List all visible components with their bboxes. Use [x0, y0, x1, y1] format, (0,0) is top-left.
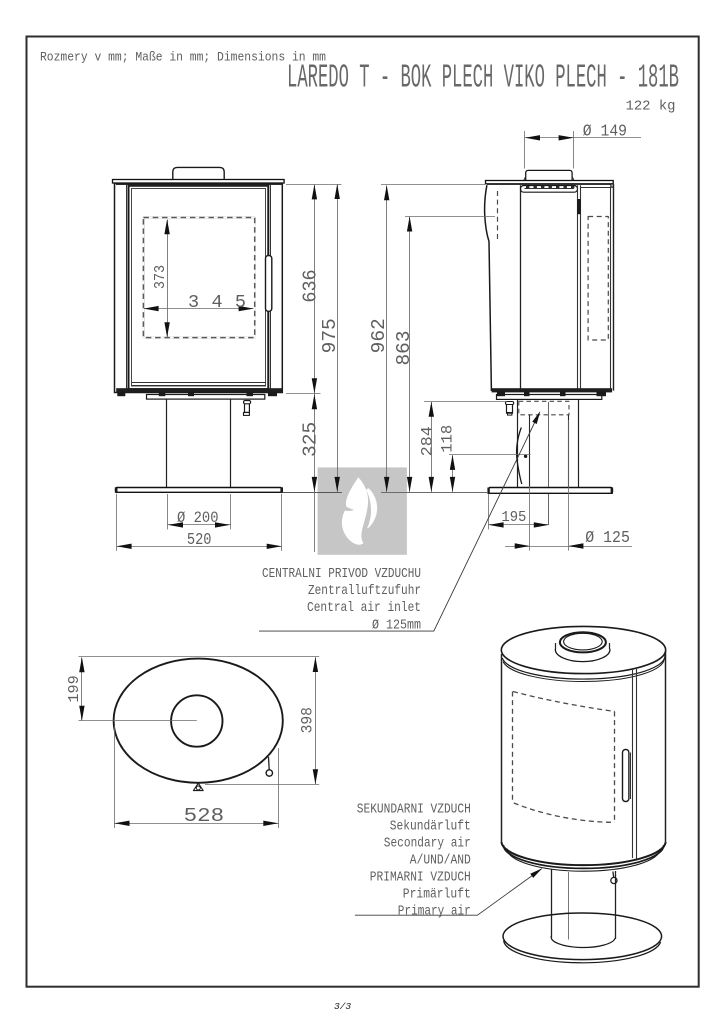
svg-text:373: 373: [152, 265, 169, 289]
svg-text:CENTRALNI PRIVOD VZDUCHU: CENTRALNI PRIVOD VZDUCHU: [262, 566, 421, 582]
svg-text:118: 118: [439, 425, 457, 453]
svg-text:3/3: 3/3: [334, 1001, 351, 1012]
svg-text:Ø 125: Ø 125: [585, 529, 630, 548]
svg-text:PRIMARNI VZDUCH: PRIMARNI VZDUCH: [370, 870, 471, 886]
svg-text:Rozmery v mm; Maße in mm; Dime: Rozmery v mm; Maße in mm; Dimensions in …: [40, 51, 326, 65]
svg-text:Ø 200: Ø 200: [177, 509, 219, 527]
svg-text:975: 975: [319, 318, 341, 353]
svg-text:SEKUNDARNI VZDUCH: SEKUNDARNI VZDUCH: [357, 802, 471, 818]
svg-text:122 kg: 122 kg: [626, 99, 676, 115]
svg-text:962: 962: [368, 318, 390, 353]
svg-text:LAREDO T - BOK PLECH VIKO PLEC: LAREDO T - BOK PLECH VIKO PLECH - 181B: [287, 60, 679, 97]
svg-text:Secondary air: Secondary air: [384, 836, 471, 852]
svg-text:398: 398: [299, 707, 317, 733]
svg-text:325: 325: [299, 422, 321, 457]
svg-text:Zentralluftzufuhr: Zentralluftzufuhr: [308, 583, 421, 599]
svg-text:Primary air: Primary air: [398, 904, 471, 920]
svg-text:199: 199: [67, 675, 83, 702]
svg-text:284: 284: [418, 426, 436, 456]
svg-text:Ø 149: Ø 149: [583, 123, 627, 142]
svg-text:195: 195: [501, 510, 526, 526]
svg-text:520: 520: [187, 531, 212, 550]
svg-text:A/UND/AND: A/UND/AND: [410, 853, 471, 869]
svg-text:345: 345: [188, 292, 246, 313]
svg-text:528: 528: [184, 805, 225, 827]
svg-text:636: 636: [299, 269, 321, 302]
svg-text:863: 863: [393, 331, 415, 366]
svg-text:Ø 125mm: Ø 125mm: [372, 617, 421, 633]
svg-text:Central air inlet: Central air inlet: [307, 600, 421, 616]
svg-text:Sekundärluft: Sekundärluft: [390, 819, 471, 835]
svg-text:Primärluft: Primärluft: [403, 887, 471, 903]
